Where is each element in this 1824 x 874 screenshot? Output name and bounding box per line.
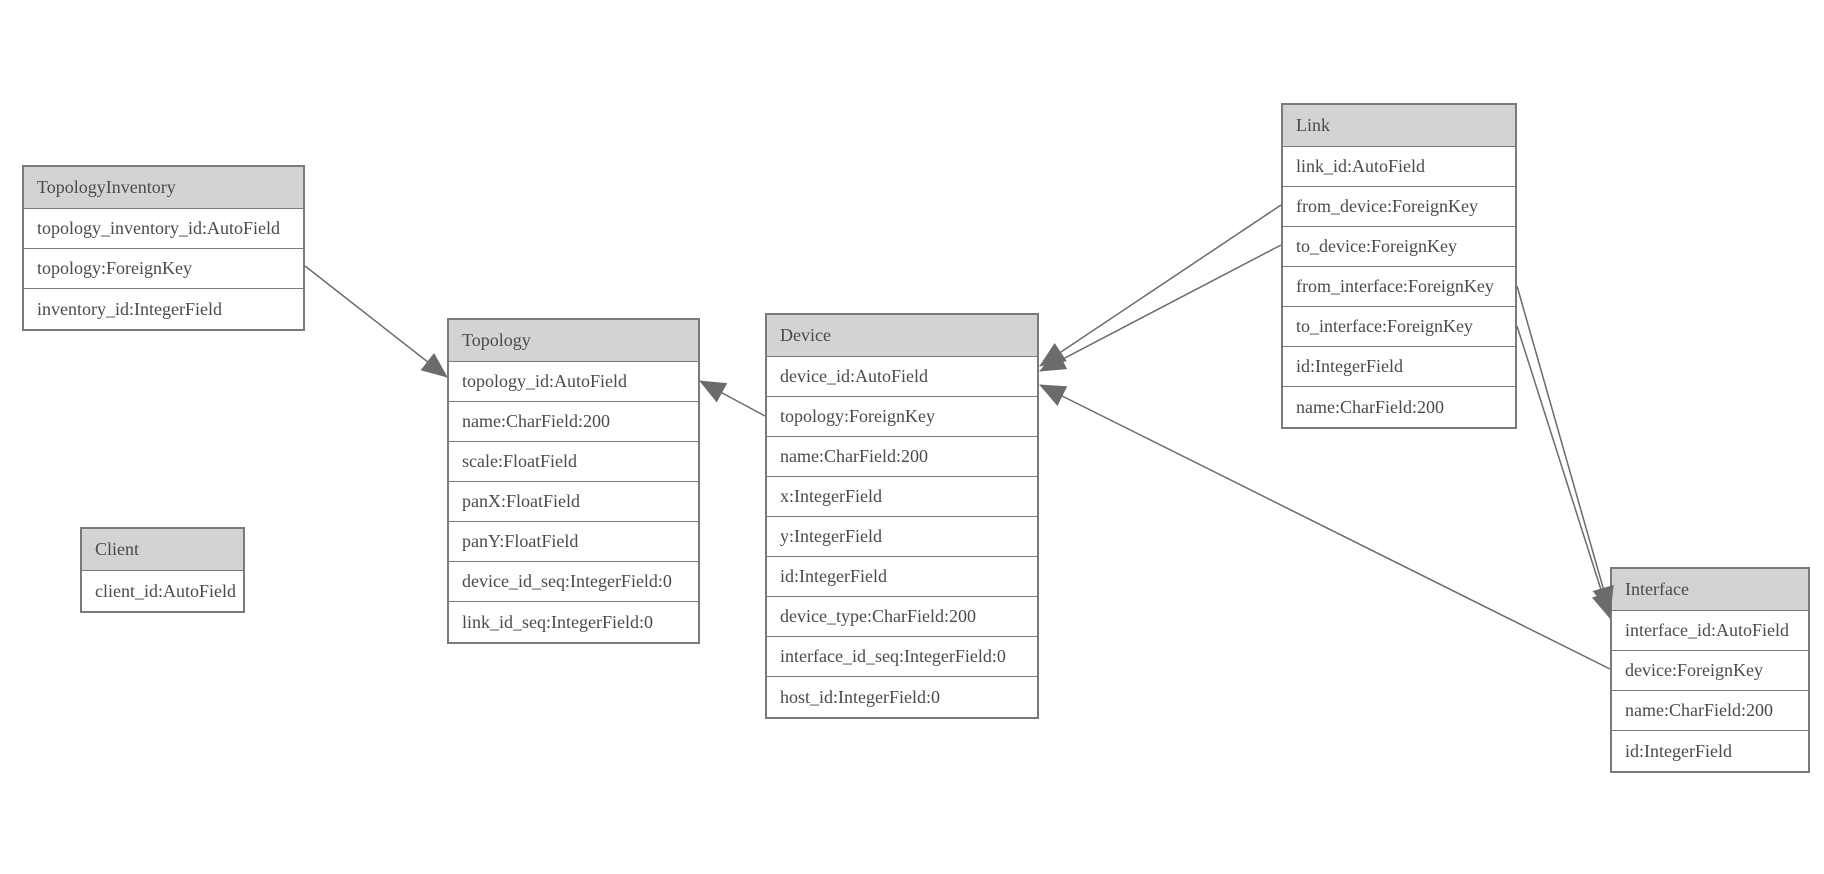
field-row: inventory_id:IntegerField [24, 289, 303, 329]
field-row: host_id:IntegerField:0 [767, 677, 1037, 717]
entity-interface-title: Interface [1612, 569, 1808, 611]
rel-link-tointerface-interface [1516, 325, 1613, 619]
entity-device-title: Device [767, 315, 1037, 357]
entity-link[interactable]: Link link_id:AutoField from_device:Forei… [1281, 103, 1517, 429]
field-row: id:IntegerField [1283, 347, 1515, 387]
field-row: topology_id:AutoField [449, 362, 698, 402]
entity-link-title: Link [1283, 105, 1515, 147]
entity-topology-inventory[interactable]: TopologyInventory topology_inventory_id:… [22, 165, 305, 331]
field-row: topology:ForeignKey [767, 397, 1037, 437]
field-row: panX:FloatField [449, 482, 698, 522]
field-row: name:CharField:200 [449, 402, 698, 442]
field-row: client_id:AutoField [82, 571, 243, 611]
field-row: device_id_seq:IntegerField:0 [449, 562, 698, 602]
entity-interface[interactable]: Interface interface_id:AutoField device:… [1610, 567, 1810, 773]
field-row: interface_id_seq:IntegerField:0 [767, 637, 1037, 677]
field-row: y:IntegerField [767, 517, 1037, 557]
field-row: to_device:ForeignKey [1283, 227, 1515, 267]
entity-client[interactable]: Client client_id:AutoField [80, 527, 245, 613]
rel-topologyinventory-topology [304, 265, 448, 378]
field-row: device_id:AutoField [767, 357, 1037, 397]
entity-device[interactable]: Device device_id:AutoField topology:Fore… [765, 313, 1039, 719]
field-row: to_interface:ForeignKey [1283, 307, 1515, 347]
field-row: device:ForeignKey [1612, 651, 1808, 691]
rel-link-frominterface-interface [1516, 285, 1614, 613]
field-row: from_device:ForeignKey [1283, 187, 1515, 227]
field-row: x:IntegerField [767, 477, 1037, 517]
rel-link-fromdevice-device [1039, 204, 1282, 367]
rel-link-todevice-device [1039, 244, 1282, 372]
field-row: topology:ForeignKey [24, 249, 303, 289]
entity-client-title: Client [82, 529, 243, 571]
field-row: device_type:CharField:200 [767, 597, 1037, 637]
entity-topology[interactable]: Topology topology_id:AutoField name:Char… [447, 318, 700, 644]
field-row: id:IntegerField [1612, 731, 1808, 771]
field-row: scale:FloatField [449, 442, 698, 482]
field-row: link_id_seq:IntegerField:0 [449, 602, 698, 642]
field-row: id:IntegerField [767, 557, 1037, 597]
field-row: topology_inventory_id:AutoField [24, 209, 303, 249]
field-row: name:CharField:200 [1612, 691, 1808, 731]
field-row: panY:FloatField [449, 522, 698, 562]
field-row: name:CharField:200 [1283, 387, 1515, 427]
field-row: from_interface:ForeignKey [1283, 267, 1515, 307]
field-row: link_id:AutoField [1283, 147, 1515, 187]
entity-topology-title: Topology [449, 320, 698, 362]
field-row: name:CharField:200 [767, 437, 1037, 477]
entity-topology-inventory-title: TopologyInventory [24, 167, 303, 209]
field-row: interface_id:AutoField [1612, 611, 1808, 651]
rel-device-topology [699, 380, 766, 417]
